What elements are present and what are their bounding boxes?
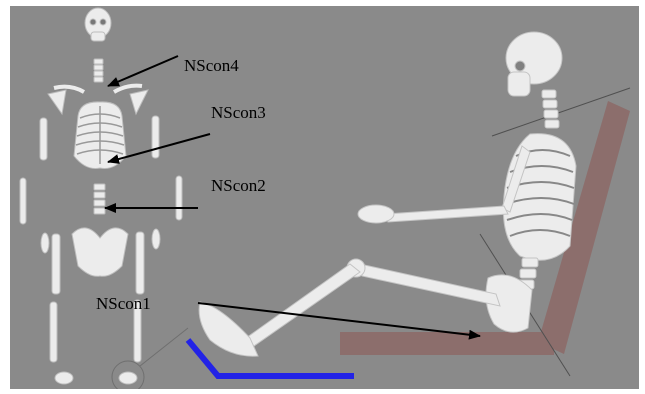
left-tibia xyxy=(50,302,57,362)
right-hand xyxy=(152,229,160,249)
left-hand xyxy=(41,233,49,253)
seated-femur xyxy=(360,264,500,306)
pointer-arrows xyxy=(105,56,480,336)
arrow-nscon4 xyxy=(108,56,178,86)
pelvis xyxy=(72,228,128,276)
seated-skull xyxy=(506,32,562,96)
right-forearm xyxy=(176,176,182,220)
seated-foot xyxy=(199,302,258,356)
label-nscon4: NScon4 xyxy=(184,57,239,74)
figure-canvas: NScon4 NScon3 NScon2 NScon1 xyxy=(10,6,639,389)
left-femur xyxy=(52,234,60,294)
left-foot xyxy=(55,372,73,384)
right-foot xyxy=(119,372,137,384)
seat xyxy=(340,101,630,355)
skull xyxy=(85,8,111,41)
seated-forearm xyxy=(386,206,508,222)
exploded-skeleton xyxy=(20,8,188,389)
seated-cervical-spine xyxy=(542,90,559,128)
right-humerus xyxy=(152,116,159,158)
foot-pointer-line xyxy=(140,328,188,366)
seated-hand xyxy=(358,205,394,223)
right-clavicle xyxy=(114,86,142,92)
label-nscon1: NScon1 xyxy=(96,295,151,312)
label-nscon3: NScon3 xyxy=(211,104,266,121)
right-femur xyxy=(136,232,144,294)
cervical-spine xyxy=(94,59,103,82)
label-nscon2: NScon2 xyxy=(211,177,266,194)
lumbar-spine xyxy=(94,184,105,214)
left-forearm xyxy=(20,178,26,224)
foot-rest xyxy=(188,340,354,376)
left-humerus xyxy=(40,118,47,160)
left-scapula xyxy=(48,90,66,114)
right-scapula xyxy=(130,90,148,114)
skeleton-diagram xyxy=(10,6,639,389)
seat-cushion xyxy=(340,332,554,355)
